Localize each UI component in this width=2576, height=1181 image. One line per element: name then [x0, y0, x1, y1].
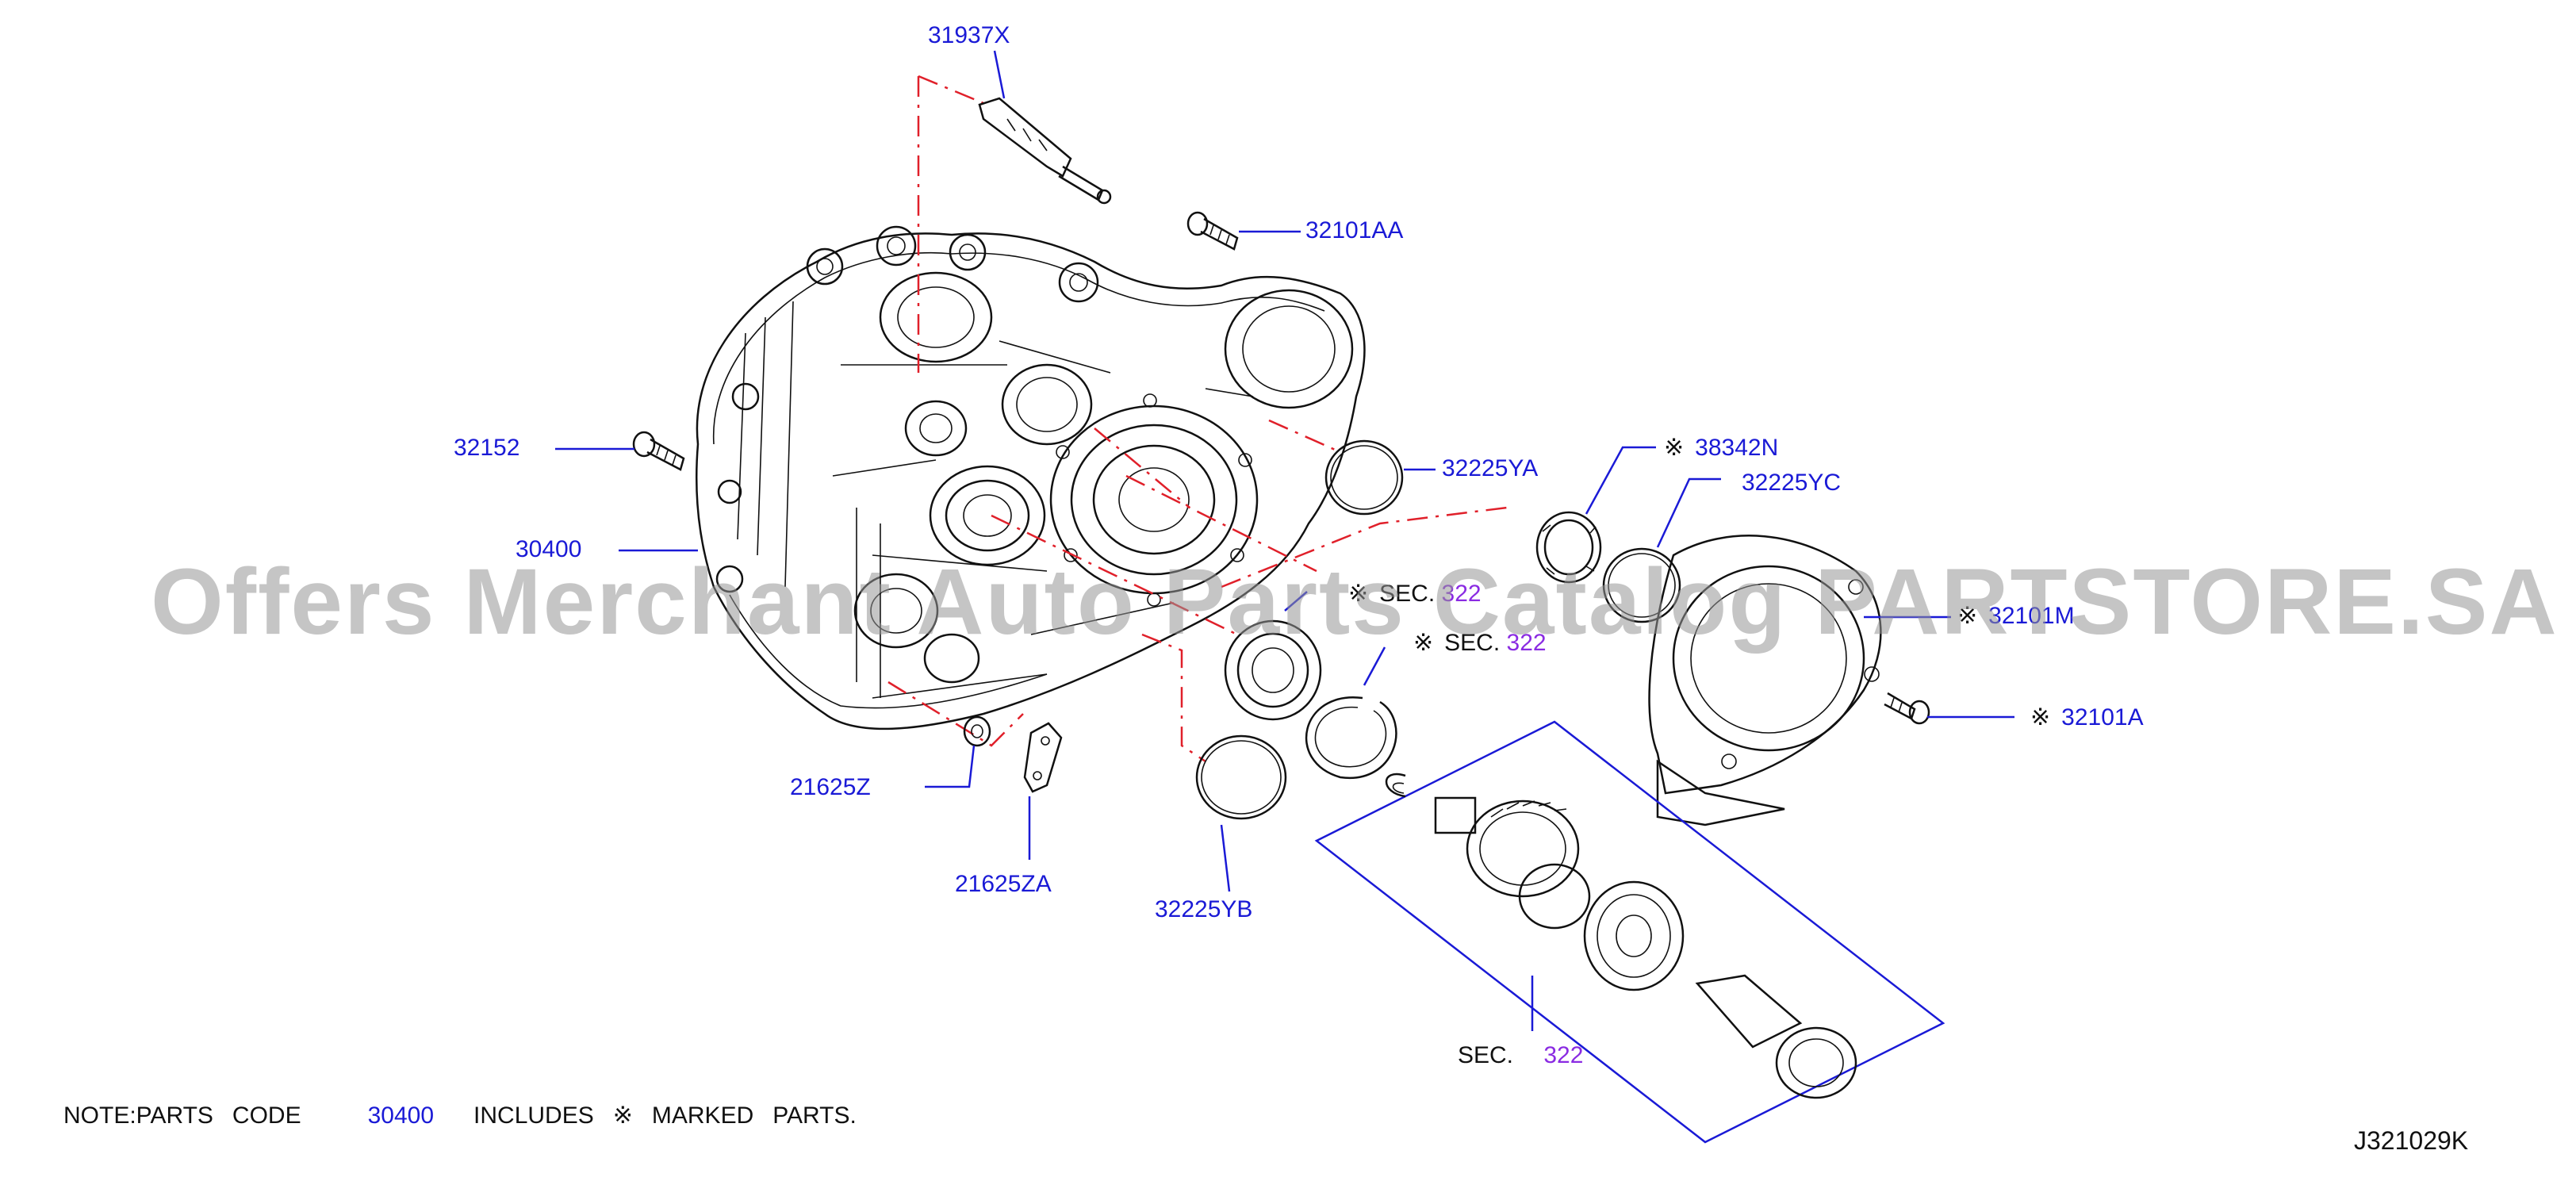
sec-prefix: SEC. [1379, 581, 1436, 607]
marked-symbol: ※ [2030, 704, 2051, 730]
part-label-32152[interactable]: 32152 [454, 435, 520, 461]
note-code-link[interactable]: 30400 [367, 1102, 435, 1129]
washer-21625z-drawing [963, 715, 991, 747]
note-marked: MARKED [651, 1102, 754, 1129]
part-label-31937x[interactable]: 31937X [928, 22, 1010, 48]
bolt-32101aa-drawing [1186, 211, 1239, 251]
bolt-32152-drawing [632, 431, 685, 471]
alignment-lines [887, 75, 1508, 763]
marked-symbol: ※ [1957, 603, 1978, 629]
sec-prefix: SEC. [1444, 630, 1501, 656]
part-label-30400[interactable]: 30400 [516, 536, 582, 562]
sec-number-link[interactable]: 322 [1543, 1042, 1584, 1068]
marked-symbol: ※ [1413, 630, 1434, 656]
parts-note: NOTE:PARTS CODE 30400 INCLUDES ※ MARKED PARTS. [63, 1104, 876, 1128]
watermark: Offers Merchant Auto Parts Catalog PARTS… [151, 550, 2559, 654]
part-label-32225yc[interactable]: 32225YC [1742, 470, 1842, 496]
oring-32225ya-drawing [1324, 439, 1404, 516]
seal-38342n-drawing [1535, 511, 1602, 584]
note-parts: PARTS. [772, 1102, 857, 1129]
note-mark: ※ [612, 1102, 633, 1129]
part-label-21625za[interactable]: 21625ZA [955, 871, 1052, 897]
bolt-32101a-drawing [1884, 692, 1930, 725]
sec-prefix: SEC. [1458, 1042, 1514, 1068]
part-label-32101aa[interactable]: 32101AA [1305, 217, 1404, 243]
sec-number-link[interactable]: 322 [1441, 581, 1482, 607]
gear-assembly-drawing [1314, 720, 1945, 1144]
sec-ref-middle: ※ SEC. 322 [1413, 631, 1547, 655]
note-includes: INCLUDES [473, 1102, 594, 1129]
part-label-32225yb[interactable]: 32225YB [1155, 896, 1253, 922]
part-label-32101m-row: ※ 32101M [1957, 604, 2075, 628]
part-label-32101m[interactable]: 32101M [1988, 603, 2075, 629]
note-prefix: NOTE:PARTS [63, 1102, 213, 1129]
bracket-21625za-drawing [1023, 722, 1063, 793]
sensor-31937x-drawing [978, 97, 1112, 205]
part-label-32101a[interactable]: 32101A [2061, 704, 2144, 730]
part-label-32101a-row: ※ 32101A [2030, 706, 2144, 730]
part-label-32225ya[interactable]: 32225YA [1442, 455, 1539, 481]
note-code-word: CODE [232, 1102, 301, 1129]
part-label-38342n-row: ※ 38342N [1664, 436, 1778, 460]
part-label-21625z[interactable]: 21625Z [790, 774, 871, 800]
sec-number-link[interactable]: 322 [1506, 630, 1547, 656]
oring-32225yc-drawing [1602, 547, 1681, 623]
diagram-code: J321029K [2354, 1126, 2469, 1155]
sec-ref-upper: ※ SEC. 322 [1348, 582, 1482, 606]
sec-ref-lower: SEC. 322 [1458, 1044, 1583, 1068]
snap-ring-drawing [1305, 696, 1397, 780]
marked-symbol: ※ [1664, 435, 1685, 461]
part-label-38342n[interactable]: 38342N [1695, 435, 1779, 461]
leader-lines [555, 50, 2014, 1031]
bearing-drawing [1224, 619, 1322, 721]
baffle-32101m-drawing [1648, 535, 1882, 826]
marked-symbol: ※ [1348, 581, 1369, 607]
transaxle-case-drawing [695, 225, 1366, 730]
oring-32225yb-drawing [1195, 734, 1287, 820]
